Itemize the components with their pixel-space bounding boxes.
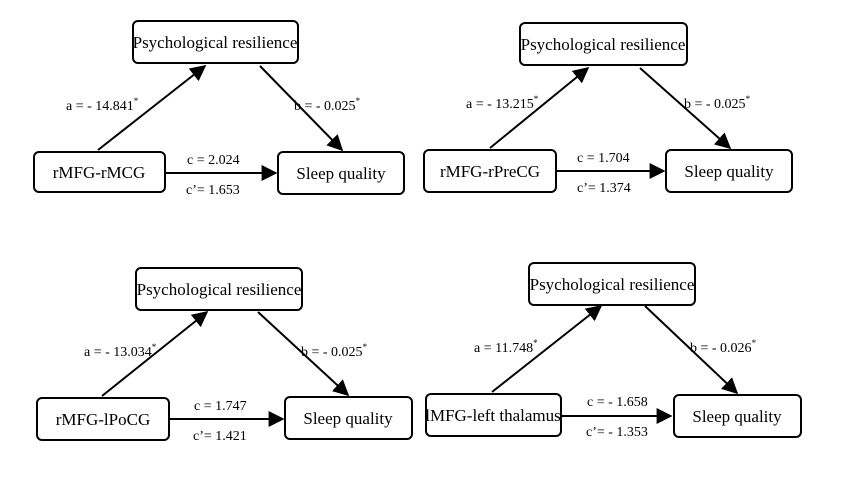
outcome-box [277, 151, 405, 195]
path-c-total-effect: c = 1.747 [194, 399, 247, 414]
outcome-box [284, 396, 413, 440]
path-c-prime-direct-effect: c’= 1.374 [577, 181, 631, 196]
path-b-value: b = - 0.025 [301, 345, 363, 360]
mediation-diagram-2: Psychological resilience rMFG-rPreCG Sle… [423, 22, 793, 196]
path-a-value: a = - 14.841 [66, 99, 134, 114]
predictor-label: lMFG-left thalamus [425, 406, 561, 425]
path-c-prime-direct-effect: c’= 1.421 [193, 429, 247, 444]
path-a-arrow [489, 66, 590, 149]
path-b-value: b = - 0.026 [690, 341, 752, 356]
path-b-coefficient: b = - 0.025* [301, 342, 368, 360]
path-a-coefficient: a = 11.748* [474, 338, 538, 356]
mediation-diagram-4: Psychological resilience lMFG-left thala… [425, 262, 802, 440]
path-c-total-effect: c = 2.024 [187, 153, 240, 168]
mediator-label: Psychological resilience [530, 275, 695, 294]
path-a-significance: * [134, 96, 139, 106]
path-c-total-effect: c = - 1.658 [587, 395, 648, 410]
mediation-diagram-1: Psychological resilience rMFG-rMCG Sleep… [33, 20, 405, 198]
mediator-box [132, 20, 299, 64]
predictor-box [423, 149, 557, 193]
path-b-coefficient: b = - 0.025* [684, 94, 751, 112]
path-a-coefficient: a = - 14.841* [66, 96, 139, 114]
path-b-value: b = - 0.025 [684, 97, 746, 112]
path-b-significance: * [363, 342, 368, 352]
path-b-value: b = - 0.025 [294, 99, 356, 114]
outcome-label: Sleep quality [296, 164, 386, 183]
path-b-significance: * [356, 96, 361, 106]
path-a-arrow [101, 311, 209, 397]
path-c-total-effect: c = 1.704 [577, 151, 630, 166]
path-a-arrow [97, 65, 207, 151]
path-b-coefficient: b = - 0.026* [690, 338, 757, 356]
path-b-significance: * [746, 94, 751, 104]
mediator-box [528, 262, 696, 306]
mediator-label: Psychological resilience [521, 35, 686, 54]
outcome-box [665, 149, 793, 193]
predictor-box [33, 151, 166, 193]
outcome-label: Sleep quality [303, 409, 393, 428]
path-b-coefficient: b = - 0.025* [294, 96, 361, 114]
path-b-significance: * [752, 338, 757, 348]
path-a-arrow [491, 305, 603, 393]
predictor-label: rMFG-rMCG [53, 163, 146, 182]
outcome-box [673, 394, 802, 438]
path-b-arrow [259, 65, 344, 152]
path-a-value: a = - 13.215 [466, 97, 534, 112]
path-a-significance: * [534, 94, 539, 104]
mediator-label: Psychological resilience [137, 280, 302, 299]
path-b-arrow [639, 67, 732, 150]
predictor-label: rMFG-rPreCG [440, 162, 540, 181]
path-a-value: a = - 13.034 [84, 345, 152, 360]
outcome-label: Sleep quality [684, 162, 774, 181]
path-c-prime-direct-effect: c’= 1.653 [186, 183, 240, 198]
path-b-arrow [644, 305, 739, 395]
path-a-coefficient: a = - 13.034* [84, 342, 157, 360]
mediator-box [135, 267, 303, 311]
path-b-arrow [257, 311, 350, 397]
mediation-diagram-3: Psychological resilience rMFG-lPoCG Slee… [36, 267, 413, 444]
mediator-label: Psychological resilience [133, 33, 298, 52]
path-a-value: a = 11.748 [474, 341, 533, 356]
path-c-prime-direct-effect: c’= - 1.353 [586, 425, 648, 440]
predictor-label: rMFG-lPoCG [56, 410, 150, 429]
mediator-box [519, 22, 688, 66]
outcome-label: Sleep quality [692, 407, 782, 426]
path-a-significance: * [152, 342, 157, 352]
path-a-coefficient: a = - 13.215* [466, 94, 539, 112]
predictor-box [36, 397, 170, 441]
path-a-significance: * [533, 338, 538, 348]
predictor-box [425, 393, 562, 437]
